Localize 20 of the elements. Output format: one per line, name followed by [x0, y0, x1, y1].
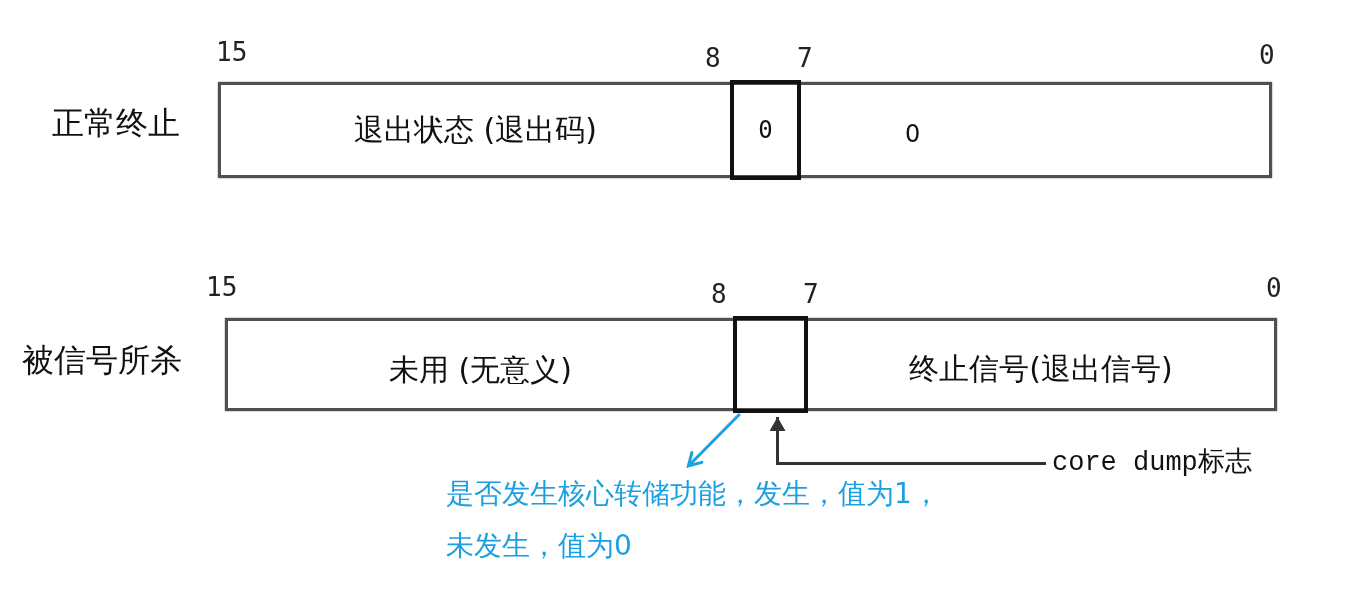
bit-number: 7 — [797, 43, 813, 73]
annotation-text: 是否发生核心转储功能，发生，值为1，未发生，值为0 — [446, 468, 951, 573]
bit-number: 7 — [803, 279, 819, 309]
bit-number: 0 — [1259, 40, 1275, 70]
callout-label: core dump标志 — [1052, 446, 1252, 482]
arrow — [686, 412, 741, 468]
field-label: 终止信号(退出信号) — [909, 350, 1173, 387]
bit-number: 15 — [216, 37, 248, 67]
bit-box: 0 — [730, 80, 801, 180]
bit-number: 15 — [206, 272, 238, 302]
bit-number: 8 — [711, 279, 727, 309]
field-label: 未用 (无意义) — [389, 351, 572, 388]
field-label: 退出状态 (退出码) — [354, 112, 597, 148]
field-label: 0 — [905, 119, 921, 149]
bit-box — [733, 316, 808, 413]
bit-number: 0 — [1266, 273, 1282, 303]
bit-number: 8 — [705, 43, 721, 73]
row-label: 正常终止 — [52, 104, 180, 143]
row-label: 被信号所杀 — [22, 341, 182, 380]
arrow — [769, 417, 1046, 465]
